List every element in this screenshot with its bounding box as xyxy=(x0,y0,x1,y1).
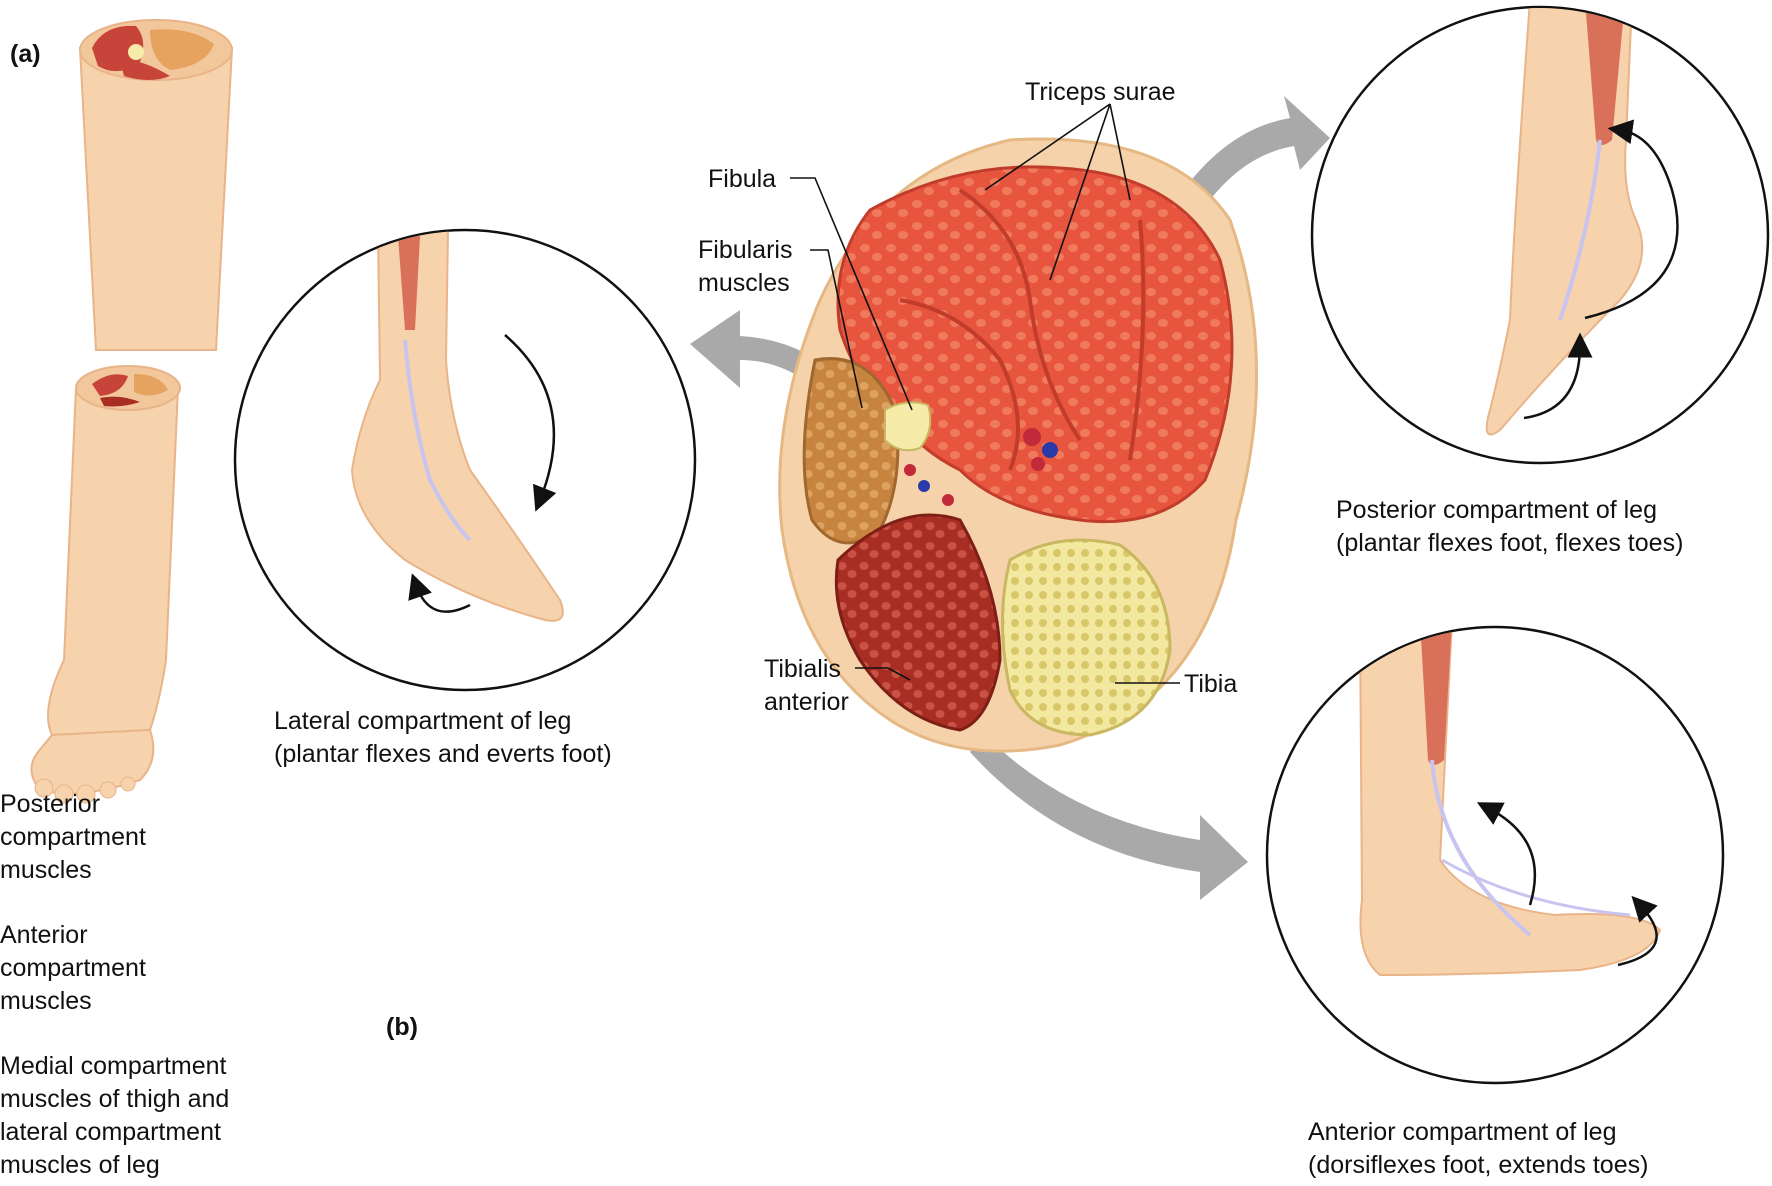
panel-label-b: (b) xyxy=(386,1013,418,1042)
key-anterior-compartment: Anterior compartment muscles xyxy=(0,919,146,1018)
label-fibula: Fibula xyxy=(708,163,776,196)
label-tibia: Tibia xyxy=(1184,668,1237,701)
label-fibularis-muscles: Fibularis muscles xyxy=(698,234,792,300)
lateral-compartment-circle xyxy=(235,230,695,690)
panel-label-a: (a) xyxy=(10,40,41,69)
key-medial-lateral-compartment: Medial compartment muscles of thigh and … xyxy=(0,1050,229,1182)
anterior-compartment-circle xyxy=(1267,620,1723,1083)
posterior-compartment-circle xyxy=(1312,0,1768,463)
caption-lateral-compartment: Lateral compartment of leg (plantar flex… xyxy=(274,705,612,771)
key-posterior-compartment: Posterior compartment muscles xyxy=(0,788,146,887)
leg-figure-a xyxy=(31,20,232,803)
label-tibialis-anterior: Tibialis anterior xyxy=(764,653,849,719)
leg-cross-section xyxy=(780,139,1257,751)
label-triceps-surae: Triceps surae xyxy=(1025,76,1176,109)
caption-posterior-compartment: Posterior compartment of leg (plantar fl… xyxy=(1336,494,1683,560)
caption-anterior-compartment: Anterior compartment of leg (dorsiflexes… xyxy=(1308,1116,1648,1182)
